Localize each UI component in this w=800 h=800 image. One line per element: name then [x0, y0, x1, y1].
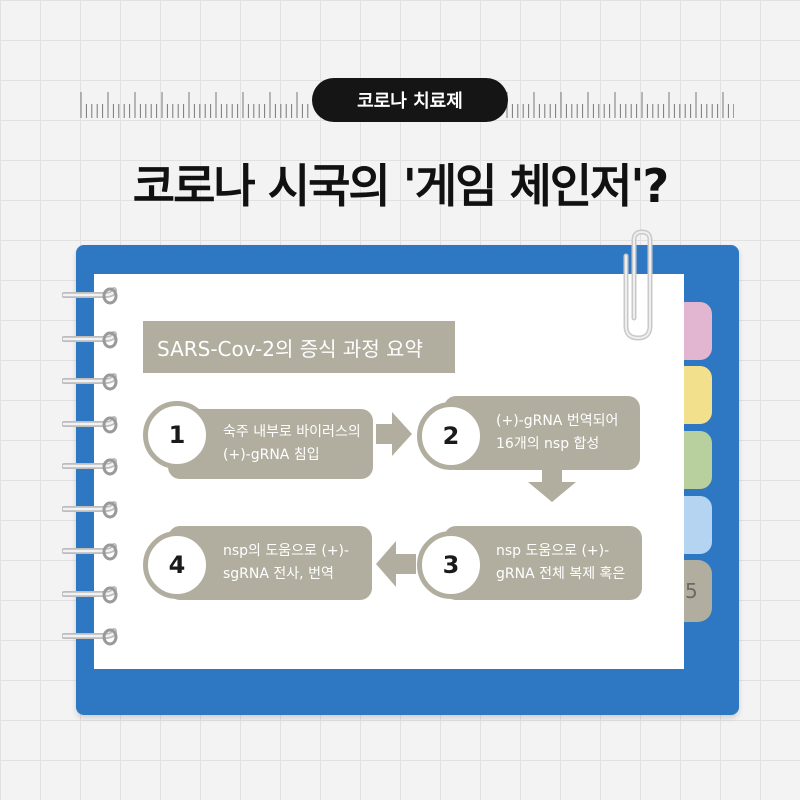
- ruler-left-decoration: [80, 92, 309, 118]
- step-2-line1: (+)-gRNA 번역되어: [496, 413, 619, 429]
- spiral-ring-icon: [62, 287, 118, 305]
- step-4-line2: sgRNA 전사, 번역: [223, 566, 334, 582]
- step-4-line1: nsp의 도움으로 (+)-: [223, 543, 350, 559]
- arrow-left-icon: [376, 541, 416, 587]
- spiral-ring-icon: [62, 586, 118, 604]
- step-1-line2: (+)-gRNA 침입: [223, 447, 320, 463]
- step-3-line1: nsp 도움으로 (+)-: [496, 543, 610, 559]
- arrow-down-icon: [528, 470, 576, 502]
- arrow-right-icon: [376, 412, 412, 456]
- spiral-ring-icon: [62, 458, 118, 476]
- step-3-number: 3: [417, 531, 485, 599]
- ruler-right-decoration: [506, 92, 734, 118]
- paperclip-icon: [623, 229, 653, 341]
- notebook-tab-green: [682, 431, 712, 489]
- spiral-ring-icon: [62, 331, 118, 349]
- spiral-ring-icon: [62, 543, 118, 561]
- notebook-tab-blue: [682, 496, 712, 554]
- page-headline: 코로나 시국의 '게임 체인저'?: [132, 159, 669, 213]
- step-1-number: 1: [143, 401, 211, 469]
- step-1-line1: 숙주 내부로 바이러스의: [223, 424, 361, 440]
- notebook-tab-pink: [682, 302, 712, 360]
- step-4-number: 4: [143, 531, 211, 599]
- step-3-line2: gRNA 전체 복제 혹은: [496, 566, 626, 582]
- step-2-number: 2: [417, 402, 485, 470]
- notebook-tab-yellow: [682, 366, 712, 424]
- diagram-title: SARS-Cov-2의 증식 과정 요약: [143, 321, 455, 373]
- category-tag: 코로나 치료제: [312, 78, 508, 122]
- spiral-ring-icon: [62, 501, 118, 519]
- spiral-ring-icon: [62, 373, 118, 391]
- step-2-line2: 16개의 nsp 합성: [496, 436, 600, 452]
- spiral-ring-icon: [62, 628, 118, 646]
- spiral-ring-icon: [62, 416, 118, 434]
